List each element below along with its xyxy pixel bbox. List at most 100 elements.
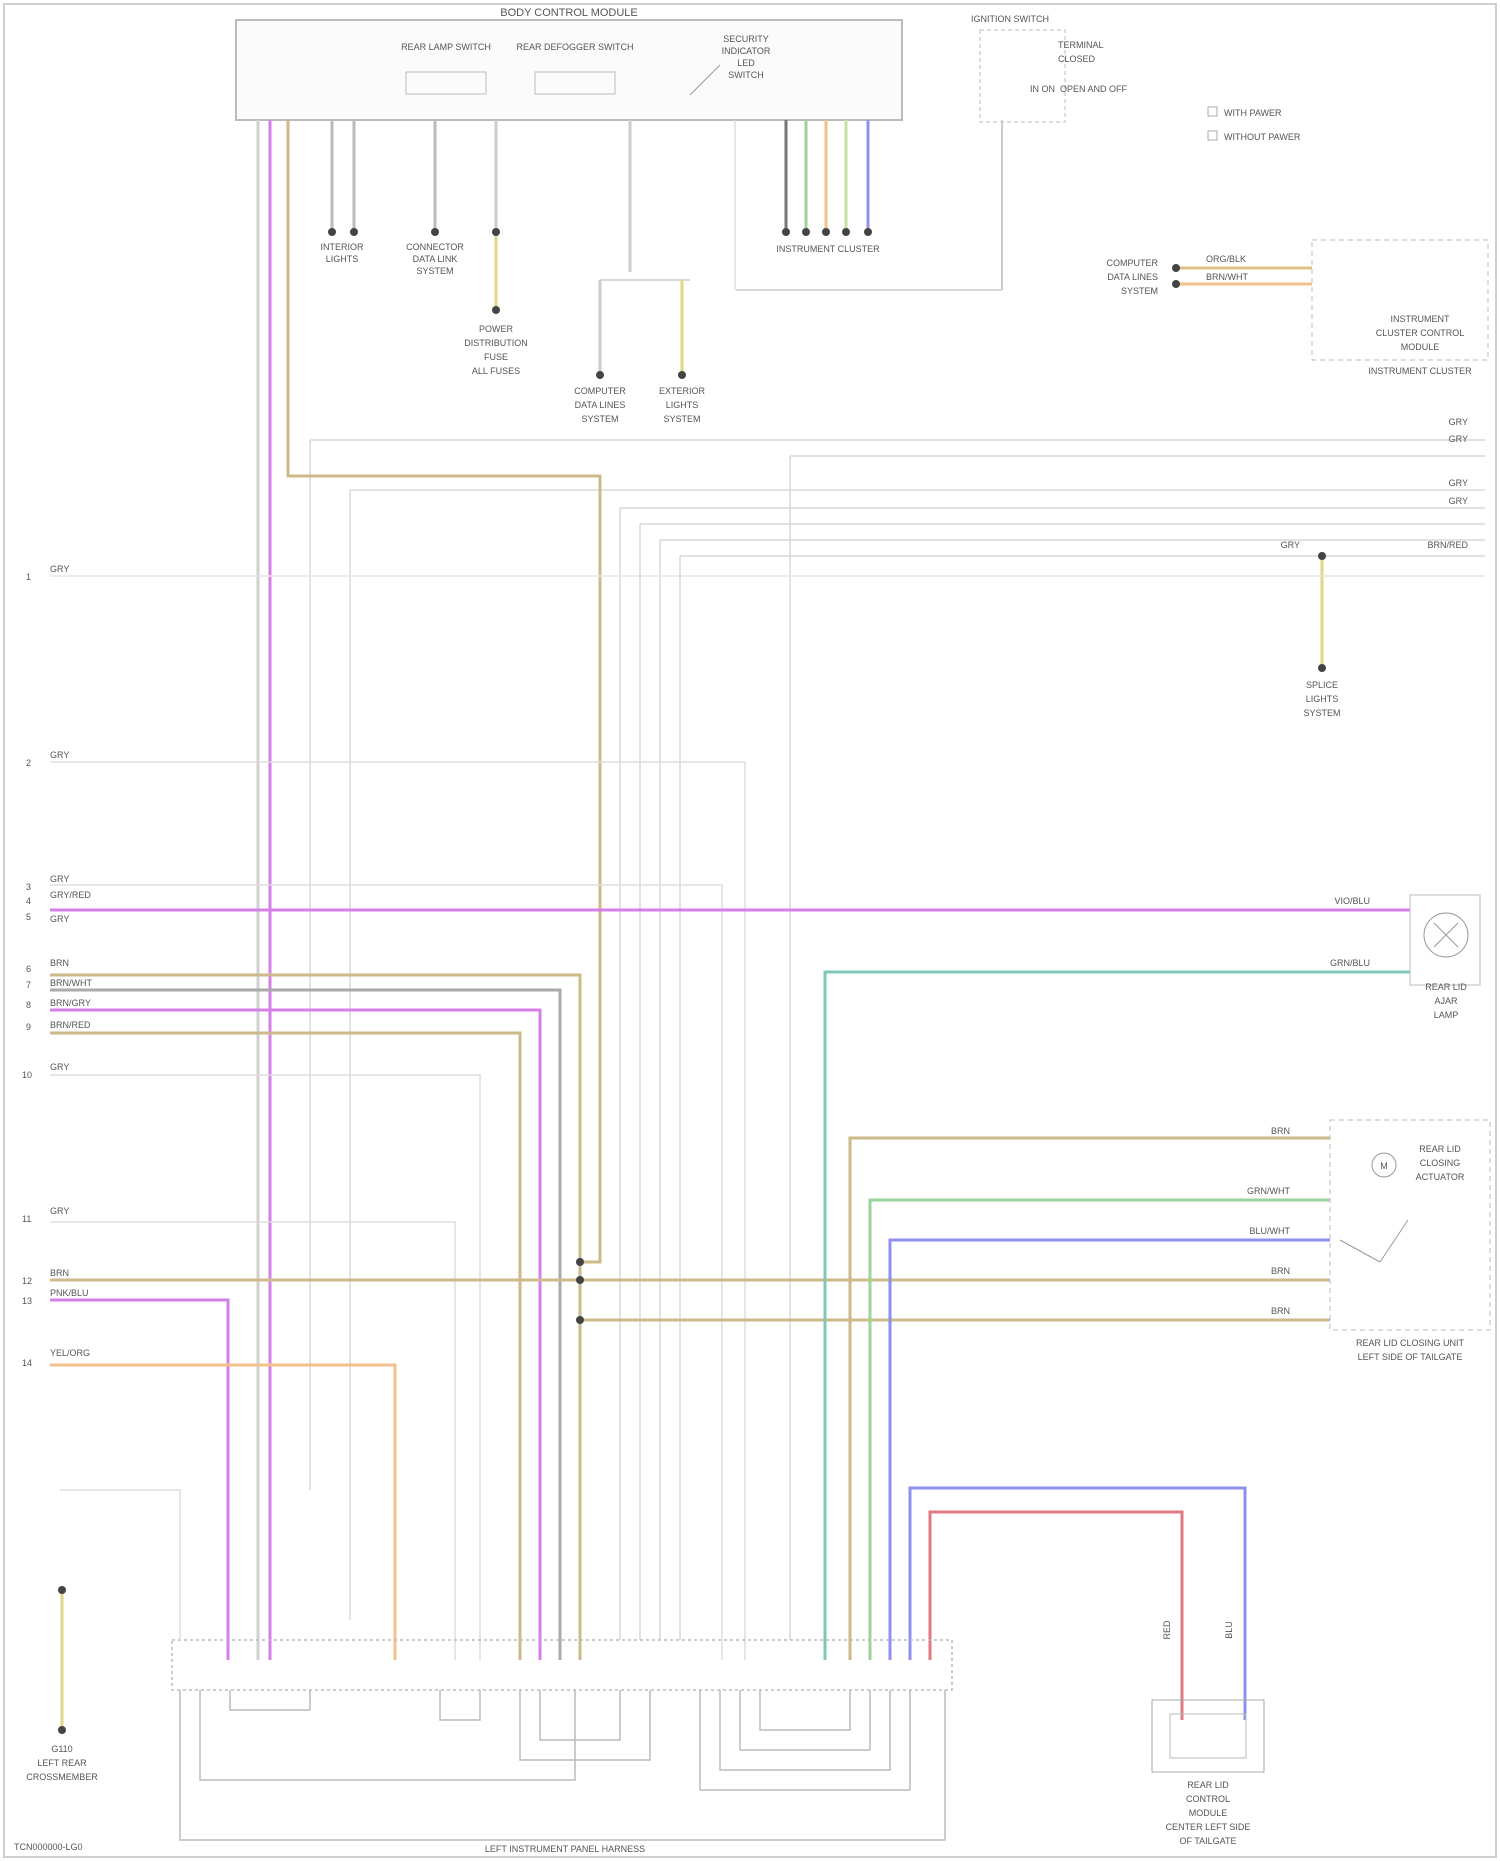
rt-conn-1: COMPUTER bbox=[1107, 258, 1159, 268]
harness-title: LEFT INSTRUMENT PANEL HARNESS bbox=[485, 1844, 645, 1854]
motor-symbol: M bbox=[1380, 1161, 1388, 1171]
data-link-1: CONNECTOR bbox=[406, 242, 464, 252]
ground-label-2: LEFT REAR bbox=[37, 1758, 87, 1768]
fuse-label-4: ALL FUSES bbox=[472, 366, 520, 376]
switch-icon bbox=[1340, 1240, 1380, 1262]
ctl-wire-2: BLU bbox=[1224, 1621, 1234, 1639]
interior-lights-1: INTERIOR bbox=[320, 242, 364, 252]
row-num-12: 12 bbox=[22, 1276, 32, 1286]
ignition-line-4: OPEN AND OFF bbox=[1060, 84, 1128, 94]
security-label-3: LED bbox=[737, 58, 755, 68]
ext-label-2: LIGHTS bbox=[666, 400, 699, 410]
row-label-7: BRN/WHT bbox=[50, 978, 92, 988]
rt-footer: INSTRUMENT CLUSTER bbox=[1368, 366, 1472, 376]
row-num-6: 6 bbox=[26, 964, 31, 974]
lower-harness-connectors bbox=[172, 1640, 952, 1840]
motor-label-3: ACTUATOR bbox=[1416, 1172, 1465, 1182]
right-label-6: BRN/RED bbox=[1427, 540, 1468, 550]
ctl-label-2: CONTROL bbox=[1186, 1794, 1230, 1804]
module-title: BODY CONTROL MODULE bbox=[500, 7, 638, 19]
right-side-labels: GRY GRY GRY GRY GRY BRN/RED SPLICE LIGHT… bbox=[1281, 417, 1469, 718]
row-num-5: 5 bbox=[26, 912, 31, 922]
ctl-label-3: MODULE bbox=[1189, 1808, 1228, 1818]
closing-wire-2: GRN/WHT bbox=[1247, 1186, 1290, 1196]
main-wires bbox=[50, 120, 1485, 1720]
row-label-9: BRN/RED bbox=[50, 1020, 91, 1030]
instrument-cluster-module: COMPUTER DATA LINES SYSTEM ORG/BLK BRN/W… bbox=[1107, 240, 1489, 376]
data-link-2: DATA LINK bbox=[413, 254, 458, 264]
right-label-4: GRY bbox=[1449, 496, 1468, 506]
closing-wire-1: BRN bbox=[1271, 1126, 1290, 1136]
closing-wire-4: BRN bbox=[1271, 1266, 1290, 1276]
closing-wire-3: BLU/WHT bbox=[1250, 1226, 1291, 1236]
closing-wire-5: BRN bbox=[1271, 1306, 1290, 1316]
cdl-label-1: COMPUTER bbox=[574, 386, 626, 396]
fuse-label-3: FUSE bbox=[484, 352, 508, 362]
row-label-12: BRN bbox=[50, 1268, 69, 1278]
cdl-label-2: DATA LINES bbox=[575, 400, 626, 410]
row-label-3: GRY bbox=[50, 874, 69, 884]
ignition-line-1: TERMINAL bbox=[1058, 40, 1104, 50]
rear-lamp-switch-label: REAR LAMP SWITCH bbox=[401, 42, 491, 52]
row-label-8: BRN/GRY bbox=[50, 998, 91, 1008]
ext-label-3: SYSTEM bbox=[663, 414, 700, 424]
ground-label-3: CROSSMEMBER bbox=[26, 1772, 98, 1782]
module-screen-icon bbox=[1170, 1714, 1246, 1758]
splice-label-1: SPLICE bbox=[1306, 680, 1338, 690]
right-label-5: GRY bbox=[1281, 540, 1300, 550]
rear-defogger-switch-label: REAR DEFOGGER SWITCH bbox=[516, 42, 633, 52]
interior-lights-2: LIGHTS bbox=[326, 254, 359, 264]
row-label-1: GRY bbox=[50, 564, 69, 574]
right-label-1: GRY bbox=[1449, 417, 1468, 427]
ground-label-1: G110 bbox=[51, 1744, 72, 1754]
right-label-2: GRY bbox=[1449, 434, 1468, 444]
legend-item-2: WITHOUT PAWER bbox=[1224, 132, 1301, 142]
data-link-3: SYSTEM bbox=[416, 266, 453, 276]
ignition-line-3: IN ON bbox=[1030, 84, 1055, 94]
fuse-label-2: DISTRIBUTION bbox=[464, 338, 528, 348]
row-label-2: GRY bbox=[50, 750, 69, 760]
rt-wire-1: ORG/BLK bbox=[1206, 254, 1246, 264]
right-gray-bus bbox=[310, 440, 1485, 1640]
lamp-label-1: REAR LID bbox=[1425, 982, 1467, 992]
closing-footer-2: LEFT SIDE OF TAILGATE bbox=[1358, 1352, 1463, 1362]
row-num-4: 4 bbox=[26, 896, 31, 906]
ctl-label-1: REAR LID bbox=[1187, 1780, 1229, 1790]
legend: WITH PAWER WITHOUT PAWER bbox=[1208, 107, 1301, 142]
security-label-1: SECURITY bbox=[723, 34, 769, 44]
row-num-1: 1 bbox=[26, 572, 31, 582]
rt-comp-2: CLUSTER CONTROL bbox=[1376, 328, 1465, 338]
row-label-11: GRY bbox=[50, 1206, 69, 1216]
row-label-14: YEL/ORG bbox=[50, 1348, 90, 1358]
row-label-13: PNK/BLU bbox=[50, 1288, 89, 1298]
closing-footer-1: REAR LID CLOSING UNIT bbox=[1356, 1338, 1465, 1348]
row-num-3: 3 bbox=[26, 882, 31, 892]
cdl-label-3: SYSTEM bbox=[581, 414, 618, 424]
row-label-6: BRN bbox=[50, 958, 69, 968]
lamp-label-2: AJAR bbox=[1434, 996, 1458, 1006]
row-num-10: 10 bbox=[22, 1070, 32, 1080]
ignition-line-2: CLOSED bbox=[1058, 54, 1096, 64]
rt-wire-2: BRN/WHT bbox=[1206, 272, 1248, 282]
row-label-10: GRY bbox=[50, 1062, 69, 1072]
row-num-9: 9 bbox=[26, 1022, 31, 1032]
row-num-11: 11 bbox=[22, 1214, 31, 1224]
ground-g110: G110 LEFT REAR CROSSMEMBER bbox=[26, 1490, 180, 1782]
rt-comp-1: INSTRUMENT bbox=[1391, 314, 1450, 324]
body-control-module: BODY CONTROL MODULE REAR LAMP SWITCH REA… bbox=[236, 7, 902, 120]
rt-comp-3: MODULE bbox=[1401, 342, 1440, 352]
ignition-switch-title: IGNITION SWITCH bbox=[971, 14, 1049, 24]
motor-label-1: REAR LID bbox=[1419, 1144, 1461, 1154]
security-label-4: SWITCH bbox=[728, 70, 764, 80]
splice-label-2: LIGHTS bbox=[1306, 694, 1339, 704]
ctl-wire-1: RED bbox=[1162, 1620, 1172, 1640]
row-num-8: 8 bbox=[26, 1000, 31, 1010]
lamp-label-3: LAMP bbox=[1434, 1010, 1459, 1020]
security-label-2: INDICATOR bbox=[722, 46, 771, 56]
row-label-5: GRY bbox=[50, 914, 69, 924]
rt-conn-2: DATA LINES bbox=[1107, 272, 1158, 282]
rt-conn-3: SYSTEM bbox=[1121, 286, 1158, 296]
row-num-2: 2 bbox=[26, 758, 31, 768]
row-num-14: 14 bbox=[22, 1358, 32, 1368]
